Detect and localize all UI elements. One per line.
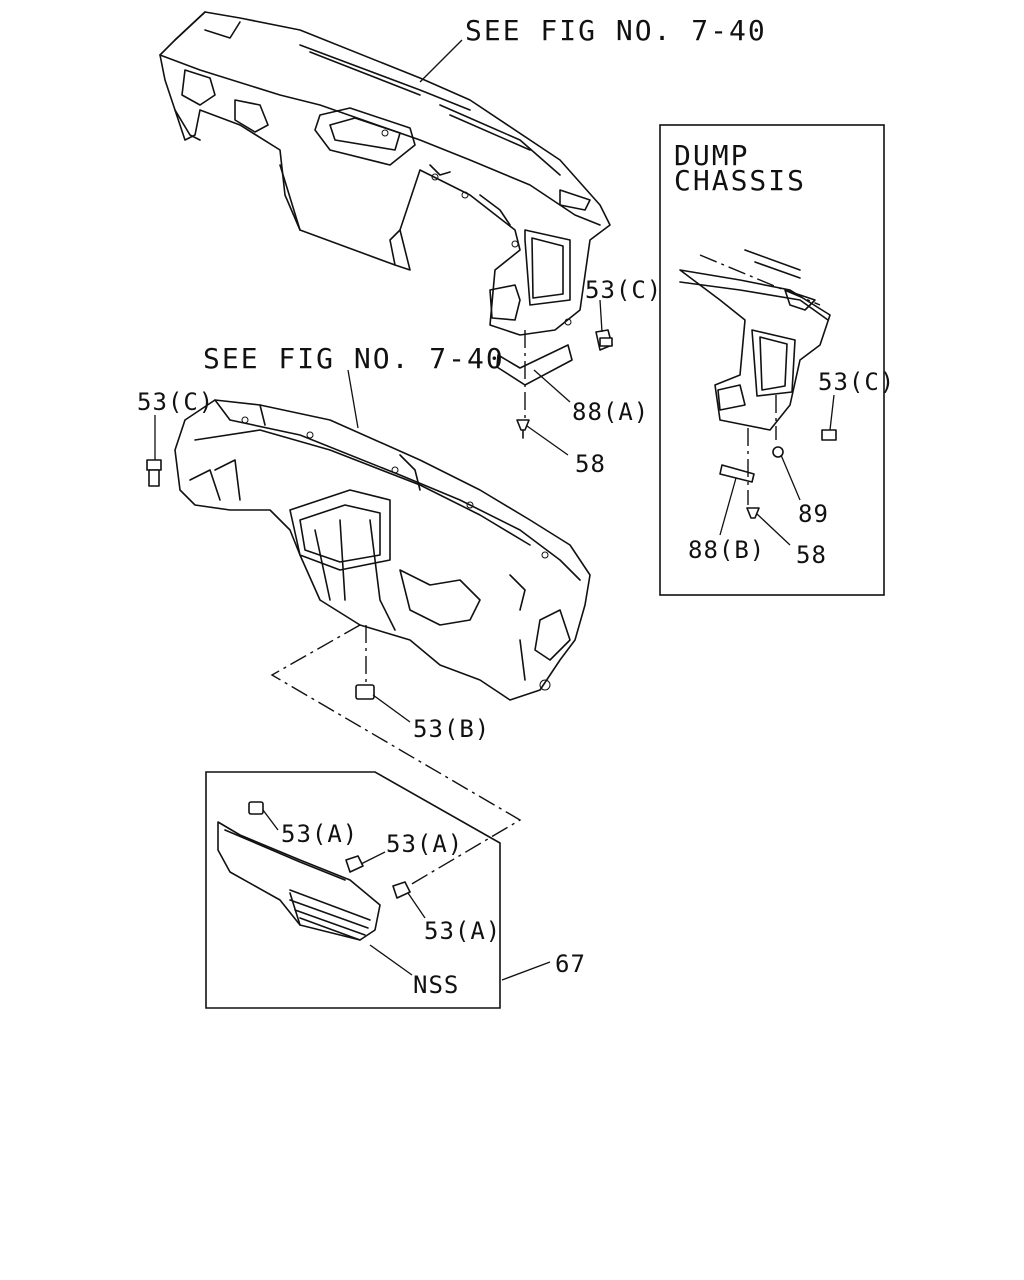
- see-fig-top-label: SEE FIG NO. 7-40: [465, 14, 767, 47]
- bracket-88a: [496, 344, 573, 386]
- clips-53a: [248, 801, 411, 899]
- bracket-88b: [719, 464, 755, 483]
- bolt-53c-inset: [821, 429, 837, 441]
- leader-lines: [154, 39, 835, 981]
- washer-89: [772, 446, 784, 458]
- crossmember-frame: [174, 399, 591, 701]
- part-89-label: 89: [798, 500, 829, 528]
- instrument-panel: [159, 11, 611, 336]
- part-53a-label-2: 53(A): [386, 830, 463, 858]
- glove-box: [217, 821, 381, 941]
- part-58-label-inset: 58: [796, 541, 827, 569]
- part-53c-label-top: 53(C): [585, 276, 662, 304]
- part-88b-label: 88(B): [688, 536, 765, 564]
- screw-58-inset: [746, 507, 760, 519]
- part-67-label: 67: [555, 950, 586, 978]
- part-53a-label-3: 53(A): [424, 917, 501, 945]
- dashed-lines: [270, 254, 821, 886]
- clip-53b: [355, 684, 375, 700]
- dump-panel-corner: [679, 249, 831, 431]
- chassis-label: CHASSIS: [674, 164, 806, 197]
- part-53a-label-1: 53(A): [281, 820, 358, 848]
- part-88a-label: 88(A): [572, 398, 649, 426]
- part-53c-label-left: 53(C): [137, 388, 214, 416]
- bolt-53c-left: [146, 459, 162, 487]
- screw-58-top: [516, 419, 530, 439]
- see-fig-mid-label: SEE FIG NO. 7-40: [203, 342, 505, 375]
- part-58-label-top: 58: [575, 450, 606, 478]
- part-53b-label: 53(B): [413, 715, 490, 743]
- dump-chassis-box: [659, 124, 885, 596]
- nss-label: NSS: [413, 971, 459, 999]
- part-53c-label-inset: 53(C): [818, 368, 895, 396]
- dump-label: DUMP: [674, 139, 749, 172]
- glove-box-outline: [205, 771, 501, 1009]
- bolt-53c-top: [595, 329, 613, 351]
